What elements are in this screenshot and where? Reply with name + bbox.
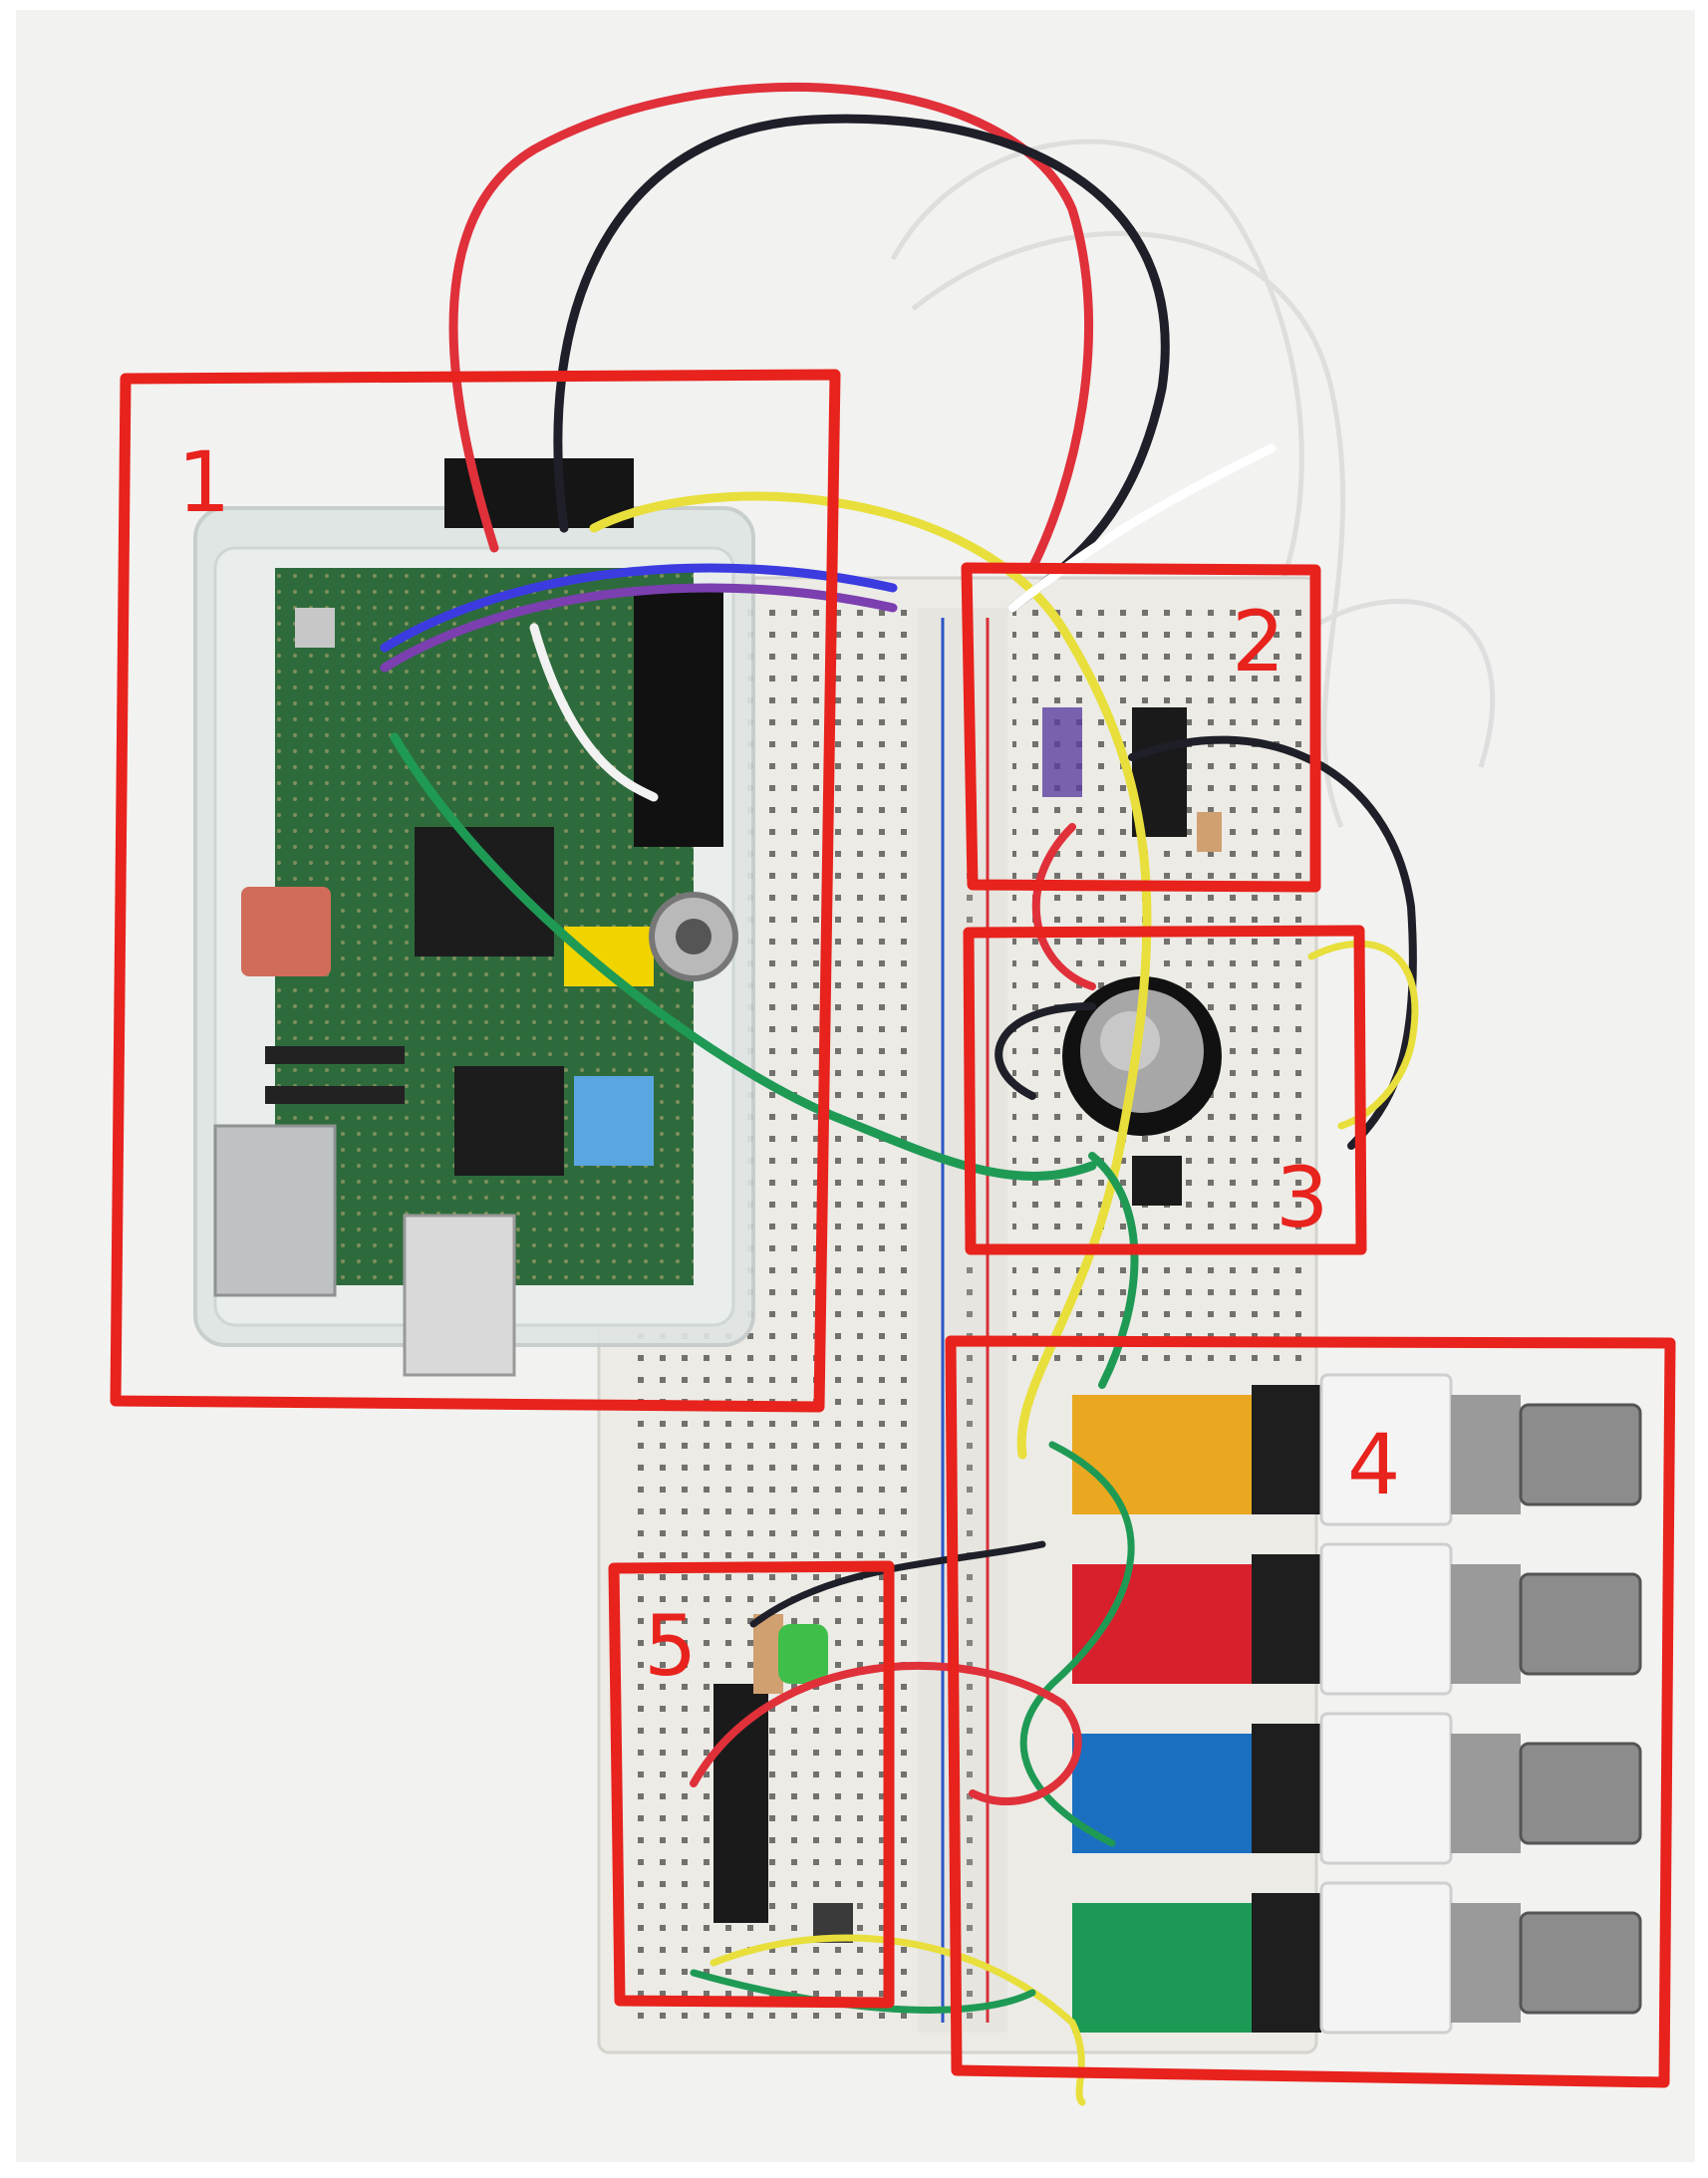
region-label-3: 3 <box>1276 1149 1329 1246</box>
annotation-box-3 <box>963 925 1367 1255</box>
region-2-components <box>1042 707 1222 852</box>
annotation-box-2 <box>961 562 1321 893</box>
region-label-5: 5 <box>644 1597 698 1695</box>
annotation-box-1 <box>110 369 841 1413</box>
annotation-boxes <box>110 369 1676 2088</box>
region-3-coin-cell <box>1062 976 1222 1206</box>
region-label-2: 2 <box>1232 593 1285 690</box>
annotation-box-5 <box>608 1560 895 2009</box>
annotation-box-4 <box>945 1335 1676 2088</box>
raspberry-pi <box>193 458 755 1377</box>
background-shadows <box>890 138 1496 828</box>
photo-scene <box>110 83 1676 2106</box>
region-label-1: 1 <box>177 433 231 531</box>
region-4-sensor-boards <box>1072 1373 1642 2035</box>
region-label-4: 4 <box>1347 1416 1401 1513</box>
hardware-photo: 1 2 3 4 5 <box>16 10 1695 2162</box>
